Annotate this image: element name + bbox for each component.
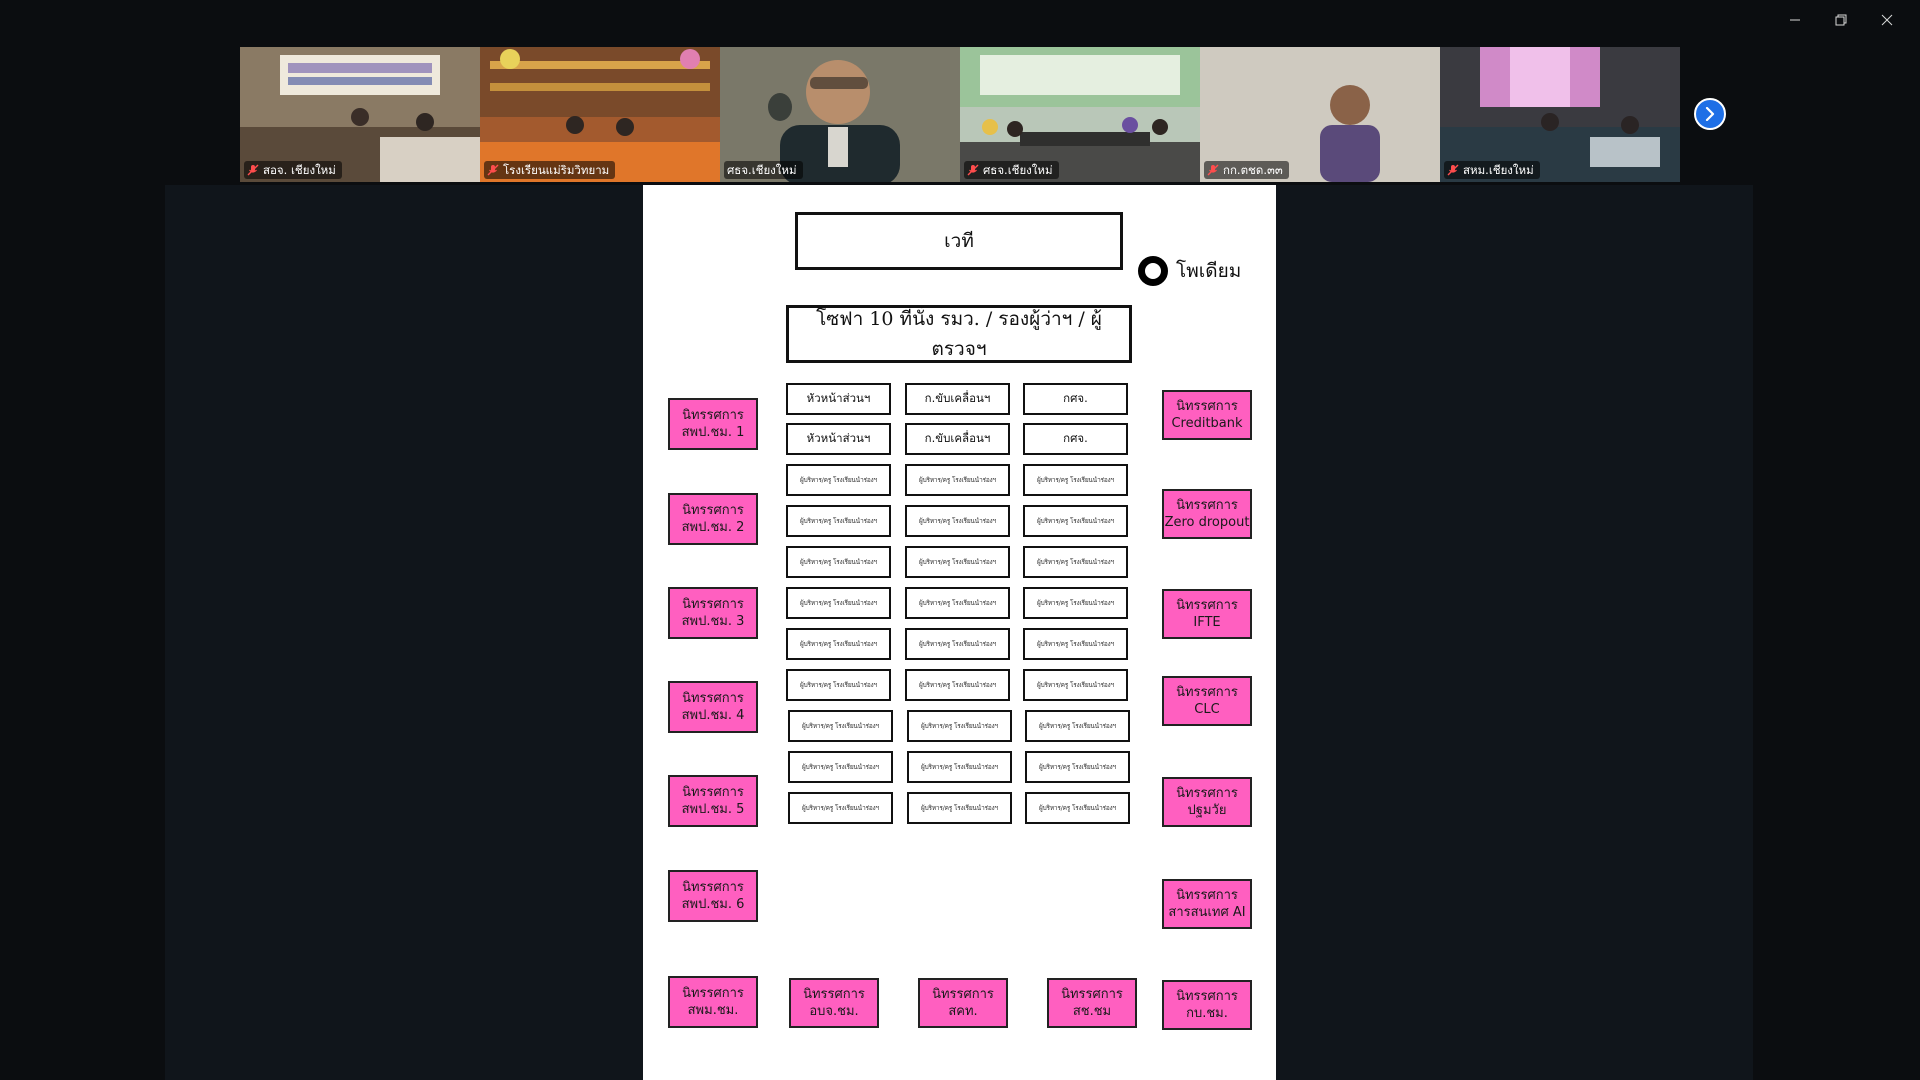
podium-label: โพเดียม: [1176, 260, 1242, 282]
exhibition-booth-bottom: นิทรรศการ สช.ชม: [1047, 978, 1137, 1028]
participant-tile[interactable]: ศธจ.เชียงใหม่: [720, 47, 960, 182]
participant-seat: ผู้บริหาร/ครู โรงเรียนนำร่องฯ: [786, 546, 891, 578]
exhibition-booth-left: นิทรรศการ สพป.ชม. 6: [668, 870, 758, 922]
participant-seat: ผู้บริหาร/ครู โรงเรียนนำร่องฯ: [905, 464, 1010, 496]
participant-seat: ผู้บริหาร/ครู โรงเรียนนำร่องฯ: [1023, 546, 1128, 578]
participant-tile[interactable]: สอจ. เชียงใหม่: [240, 47, 480, 182]
mic-off-icon: [487, 164, 499, 176]
participant-tile[interactable]: ศธจ.เชียงใหม่: [960, 47, 1200, 182]
participant-label: กก.ตชด.๓๓: [1204, 161, 1289, 179]
head-seat: กศจ.: [1023, 383, 1128, 415]
minimize-icon: [1790, 19, 1800, 21]
close-button[interactable]: [1864, 6, 1910, 34]
participant-name: ศธจ.เชียงใหม่: [983, 163, 1053, 177]
participant-seat: ผู้บริหาร/ครู โรงเรียนนำร่องฯ: [905, 505, 1010, 537]
participant-seat: ผู้บริหาร/ครู โรงเรียนนำร่องฯ: [1023, 587, 1128, 619]
participant-seat: ผู้บริหาร/ครู โรงเรียนนำร่องฯ: [786, 464, 891, 496]
restore-icon: [1835, 14, 1847, 26]
participant-seat: ผู้บริหาร/ครู โรงเรียนนำร่องฯ: [1025, 792, 1130, 824]
participant-label: ศธจ.เชียงใหม่: [964, 161, 1059, 179]
participant-tile[interactable]: กก.ตชด.๓๓: [1200, 47, 1440, 182]
head-seat: กศจ.: [1023, 423, 1128, 455]
participant-label: สอจ. เชียงใหม่: [244, 161, 342, 179]
close-icon: [1881, 14, 1893, 26]
participant-seat: ผู้บริหาร/ครู โรงเรียนนำร่องฯ: [788, 710, 893, 742]
participant-seat: ผู้บริหาร/ครู โรงเรียนนำร่องฯ: [1025, 751, 1130, 783]
participant-seat: ผู้บริหาร/ครู โรงเรียนนำร่องฯ: [788, 751, 893, 783]
exhibition-booth-left: นิทรรศการ สพป.ชม. 5: [668, 775, 758, 827]
minimize-button[interactable]: [1772, 6, 1818, 34]
participant-seat: ผู้บริหาร/ครู โรงเรียนนำร่องฯ: [907, 792, 1012, 824]
participant-video: [1440, 47, 1680, 182]
mic-off-icon: [247, 164, 259, 176]
participant-seat: ผู้บริหาร/ครู โรงเรียนนำร่องฯ: [1023, 505, 1128, 537]
chevron-right-icon: [1705, 107, 1715, 121]
exhibition-booth-left: นิทรรศการ สพป.ชม. 1: [668, 398, 758, 450]
participant-seat: ผู้บริหาร/ครู โรงเรียนนำร่องฯ: [1025, 710, 1130, 742]
participant-name: กก.ตชด.๓๓: [1223, 163, 1283, 177]
participant-tile[interactable]: สหม.เชียงใหม่: [1440, 47, 1680, 182]
participant-seat: ผู้บริหาร/ครู โรงเรียนนำร่องฯ: [1023, 669, 1128, 701]
participant-video: [1200, 47, 1440, 182]
head-seat: ก.ขับเคลื่อนฯ: [905, 383, 1010, 415]
stage-box: เวที: [795, 212, 1123, 270]
participant-tile[interactable]: โรงเรียนแม่ริมวิทยาม: [480, 47, 720, 182]
exhibition-booth-right: นิทรรศการ สารสนเทศ AI: [1162, 879, 1252, 929]
participant-seat: ผู้บริหาร/ครู โรงเรียนนำร่องฯ: [907, 751, 1012, 783]
exhibition-booth-left: นิทรรศการ สพป.ชม. 4: [668, 681, 758, 733]
head-seat: หัวหน้าส่วนฯ: [786, 383, 891, 415]
participant-seat: ผู้บริหาร/ครู โรงเรียนนำร่องฯ: [786, 587, 891, 619]
sofa-box: โซฟา 10 ที่นั่ง รมว. / รองผู้ว่าฯ / ผู้ต…: [786, 305, 1132, 363]
participant-seat: ผู้บริหาร/ครู โรงเรียนนำร่องฯ: [786, 505, 891, 537]
exhibition-booth-right: นิทรรศการ IFTE: [1162, 589, 1252, 639]
participant-name: สหม.เชียงใหม่: [1463, 163, 1534, 177]
participant-video: [960, 47, 1200, 182]
participant-seat: ผู้บริหาร/ครู โรงเรียนนำร่องฯ: [905, 628, 1010, 660]
participant-seat: ผู้บริหาร/ครู โรงเรียนนำร่องฯ: [1023, 628, 1128, 660]
participant-label: โรงเรียนแม่ริมวิทยาม: [484, 161, 616, 179]
exhibition-booth-right: นิทรรศการ กบ.ชม.: [1162, 980, 1252, 1030]
participant-seat: ผู้บริหาร/ครู โรงเรียนนำร่องฯ: [905, 587, 1010, 619]
participant-seat: ผู้บริหาร/ครู โรงเรียนนำร่องฯ: [905, 669, 1010, 701]
exhibition-booth-right: นิทรรศการ Creditbank: [1162, 390, 1252, 440]
exhibition-booth-right: นิทรรศการ ปฐมวัย: [1162, 777, 1252, 827]
mic-off-icon: [1207, 164, 1219, 176]
exhibition-booth-right: นิทรรศการ Zero dropout: [1162, 489, 1252, 539]
participant-seat: ผู้บริหาร/ครู โรงเรียนนำร่องฯ: [905, 546, 1010, 578]
mic-off-icon: [967, 164, 979, 176]
podium-circle-icon: [1138, 256, 1168, 286]
exhibition-booth-left: นิทรรศการ สพป.ชม. 2: [668, 493, 758, 545]
participant-label: สหม.เชียงใหม่: [1444, 161, 1540, 179]
exhibition-booth-left: นิทรรศการ สพป.ชม. 3: [668, 587, 758, 639]
participant-strip: สอจ. เชียงใหม่ โรงเรียนแม่ริมวิทยาม ศธจ.เช…: [240, 47, 1680, 182]
participant-seat: ผู้บริหาร/ครู โรงเรียนนำร่องฯ: [788, 792, 893, 824]
participant-seat: ผู้บริหาร/ครู โรงเรียนนำร่องฯ: [907, 710, 1012, 742]
window-controls: [1772, 6, 1910, 34]
exhibition-booth-bottom: นิทรรศการ อบจ.ชม.: [789, 978, 879, 1028]
participant-seat: ผู้บริหาร/ครู โรงเรียนนำร่องฯ: [786, 628, 891, 660]
participant-video: [720, 47, 960, 182]
participant-name: โรงเรียนแม่ริมวิทยาม: [503, 163, 610, 177]
participant-seat: ผู้บริหาร/ครู โรงเรียนนำร่องฯ: [1023, 464, 1128, 496]
head-seat: ก.ขับเคลื่อนฯ: [905, 423, 1010, 455]
exhibition-booth-right: นิทรรศการ CLC: [1162, 676, 1252, 726]
participant-video: [480, 47, 720, 182]
next-participants-button[interactable]: [1694, 98, 1726, 130]
participant-name: ศธจ.เชียงใหม่: [727, 163, 797, 177]
exhibition-booth-bottom: นิทรรศการ สคท.: [918, 978, 1008, 1028]
participant-name: สอจ. เชียงใหม่: [263, 163, 336, 177]
seating-chart-document: เวทีโพเดียมโซฟา 10 ที่นั่ง รมว. / รองผู้…: [643, 185, 1276, 1080]
participant-seat: ผู้บริหาร/ครู โรงเรียนนำร่องฯ: [786, 669, 891, 701]
participant-video: [240, 47, 480, 182]
participant-label: ศธจ.เชียงใหม่: [724, 161, 803, 179]
mic-off-icon: [1447, 164, 1459, 176]
podium: โพเดียม: [1138, 256, 1241, 286]
restore-button[interactable]: [1818, 6, 1864, 34]
exhibition-booth-left: นิทรรศการ สพม.ชม.: [668, 976, 758, 1028]
head-seat: หัวหน้าส่วนฯ: [786, 423, 891, 455]
